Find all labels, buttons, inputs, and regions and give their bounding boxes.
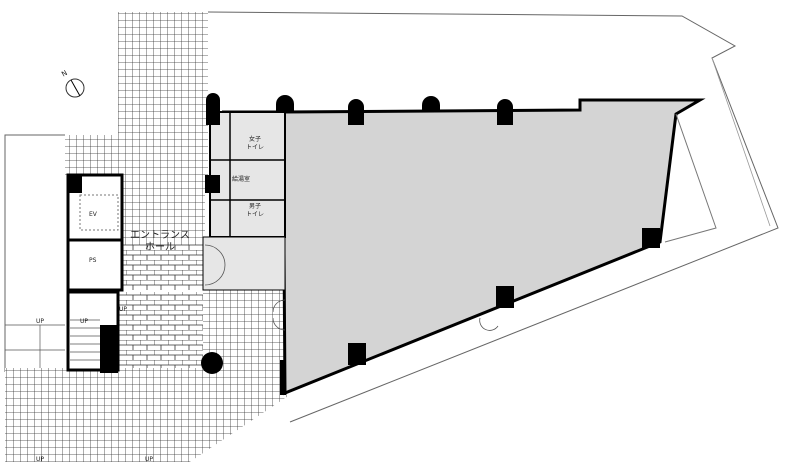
- compass-north-label: N: [60, 69, 69, 79]
- stair-up-label: UP: [145, 456, 153, 462]
- column: [276, 95, 294, 112]
- column: [497, 99, 513, 125]
- kitchenette-label: 給湯室: [232, 175, 250, 183]
- site-boundary-inner: [711, 57, 771, 227]
- pipe-space: [66, 238, 124, 292]
- main-floor-right-edge: [664, 113, 717, 243]
- column: [422, 96, 440, 112]
- column: [206, 93, 220, 125]
- toilet-block: [209, 111, 286, 238]
- stair-up-label: UP: [36, 318, 44, 325]
- column-round: [201, 352, 223, 374]
- brick-floor: [122, 245, 205, 290]
- column: [496, 286, 514, 308]
- wall-block: [280, 360, 286, 395]
- main-floor-area: [281, 98, 706, 396]
- entrance-hall-label-2: ホール: [145, 241, 175, 253]
- wall-block: [205, 175, 220, 193]
- stair-wall: [100, 325, 118, 373]
- womens-toilet-label-1: 女子: [249, 135, 261, 143]
- pipe-space-label: PS: [89, 257, 97, 264]
- site-boundary: [207, 11, 779, 423]
- paving-south: [5, 368, 290, 462]
- site-boundary-left: [4, 134, 65, 372]
- column: [348, 343, 366, 365]
- mens-toilet-label-1: 男子: [249, 203, 261, 210]
- brick-floor-lower: [118, 292, 203, 374]
- wall-block: [68, 175, 82, 193]
- paving-north: [118, 12, 208, 177]
- elevator-label: EV: [89, 211, 98, 218]
- womens-toilet-label-2: トイレ: [246, 144, 264, 151]
- stair-up-label: UP: [119, 306, 127, 313]
- mens-toilet-label-2: トイレ: [246, 211, 264, 218]
- columns: [68, 93, 660, 395]
- column: [348, 99, 364, 125]
- stair-up-label: UP: [36, 456, 44, 462]
- entrance-hall-label-1: エントランス: [130, 229, 190, 241]
- compass-icon: [65, 78, 85, 98]
- paving-northwest: [65, 135, 120, 177]
- column: [642, 228, 660, 248]
- stair-up-label: UP: [80, 318, 88, 325]
